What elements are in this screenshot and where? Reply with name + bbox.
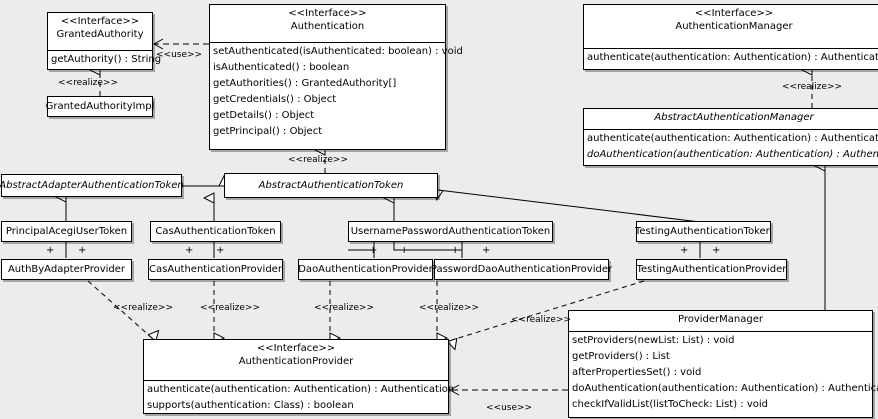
edge-label-use-granted-authority: <<use>> [156,50,203,60]
compartment-divider [48,50,152,51]
operation-row: getCredentials() : Object [213,94,337,105]
class-testing-authentication-provider[interactable]: TestingAuthenticationProvider [636,259,787,280]
class-provider-manager[interactable]: ProviderManager setProviders(newList: Li… [568,310,878,418]
operations-compartment: authenticate(authentication: Authenticat… [144,381,455,415]
edge-label-realize-granted-authority-impl: <<realize>> [58,78,118,88]
compartment-divider [584,48,878,49]
operations-compartment: authenticate(authentication: Authenticat… [584,130,878,164]
association-adornment-plus: + [46,245,55,256]
class-granted-authority[interactable]: <<Interface>> GrantedAuthority getAuthor… [47,12,162,70]
class-granted-authority-impl[interactable]: GrantedAuthorityImpl [45,96,155,117]
operation-row: checkIfValidList(listToCheck: List) : vo… [572,399,769,410]
stereotype-label: <<Interface>> [288,8,367,19]
association-adornment-plus: + [216,245,225,256]
class-password-dao-authentication-provider[interactable]: PasswordDaoAuthenticationProvider [430,259,613,280]
class-authentication-manager[interactable]: <<Interface>> AuthenticationManager auth… [583,4,878,70]
class-name: DaoAuthenticationProvider [298,263,433,275]
class-header: <<Interface>> Authentication [210,5,445,42]
operation-row: authenticate(authentication: Authenticat… [587,52,878,63]
operation-row: doAuthentication(authentication: Authent… [587,149,878,160]
class-header: <<Interface>> GrantedAuthority [48,13,152,50]
edge-label-realize-password-dao-authentication-provider: <<realize>> [419,303,479,313]
association-adornment-plus: + [78,245,87,256]
operation-row: getPrincipal() : Object [213,126,323,137]
class-name: AuthenticationManager [675,21,793,32]
class-name: PrincipalAcegiUserToken [5,225,128,237]
class-cas-authentication-provider[interactable]: CasAuthenticationProvider [148,259,283,280]
class-name: AuthByAdapterProvider [7,263,126,275]
class-cas-authentication-token[interactable]: CasAuthenticationToken [150,221,281,242]
operation-row: getProviders() : List [572,351,670,362]
class-name: CasAuthenticationProvider [149,263,282,275]
association-adornment-plus: + [400,245,409,256]
compartment-divider [210,42,445,43]
class-abstract-adapter-authentication-token[interactable]: AbstractAdapterAuthenticationToken [0,174,184,197]
edge-label-realize-auth-by-adapter-provider: <<realize>> [113,303,173,313]
class-abstract-authentication-token[interactable]: AbstractAuthenticationToken [224,173,438,198]
class-name: AbstractAuthenticationToken [258,179,404,191]
edge-label-realize-abstract-authentication-token: <<realize>> [288,155,348,165]
class-authentication[interactable]: <<Interface>> Authentication setAuthenti… [209,4,463,150]
class-header: <<Interface>> AuthenticationManager [584,5,878,48]
class-testing-authentication-token[interactable]: TestingAuthenticationToken [634,221,773,242]
edge-label-realize-cas-authentication-provider: <<realize>> [200,303,260,313]
class-name: ProviderManager [677,314,763,325]
operation-row: authenticate(authentication: Authenticat… [147,384,455,395]
association-adornment-plus: + [451,245,460,256]
class-abstract-authentication-manager[interactable]: AbstractAuthenticationManager authentica… [583,108,878,166]
operation-row: getAuthority() : String [51,54,162,65]
operation-row: setAuthenticated(isAuthenticated: boolea… [213,46,463,57]
operation-row: authenticate(authentication: Authenticat… [587,133,878,144]
operation-row: setProviders(newList: List) : void [572,335,735,346]
operation-row: getDetails() : Object [213,110,315,121]
class-name: AbstractAdapterAuthenticationToken [0,179,184,191]
edge-label-realize-dao-authentication-provider: <<realize>> [314,303,374,313]
stereotype-label: <<Interface>> [60,16,140,27]
edge-label-realize-testing-authentication-provider: <<realize>> [511,315,571,325]
edge-label-realize-abstract-authentication-manager: <<realize>> [782,82,842,92]
class-auth-by-adapter-provider[interactable]: AuthByAdapterProvider [1,259,132,280]
compartment-divider [144,380,448,381]
class-username-password-authentication-token[interactable]: UsernamePasswordAuthenticationToken [348,221,553,242]
class-name: GrantedAuthority [56,29,144,40]
class-name: PasswordDaoAuthenticationProvider [430,263,613,275]
association-adornment-plus: + [369,245,378,256]
stereotype-label: <<Interface>> [694,8,774,19]
operation-row: getAuthorities() : GrantedAuthority[] [213,78,397,89]
class-name: TestingAuthenticationProvider [636,263,787,275]
class-name: UsernamePasswordAuthenticationToken [350,225,551,237]
operation-row: afterPropertiesSet() : void [572,367,702,378]
operation-row: supports(authentication: Class) : boolea… [147,400,354,411]
class-name: CasAuthenticationToken [155,225,276,237]
operations-compartment: setProviders(newList: List) : void getPr… [569,332,878,414]
association-adornment-plus: + [680,245,689,256]
operation-row: doAuthentication(authentication: Authent… [572,383,878,394]
compartment-divider [584,129,878,130]
association-adornment-plus: + [185,245,194,256]
operations-compartment: authenticate(authentication: Authenticat… [584,49,878,67]
class-header: ProviderManager [569,311,872,331]
class-name: AuthenticationProvider [238,356,354,367]
class-header: <<Interface>> AuthenticationProvider [144,340,448,380]
class-authentication-provider[interactable]: <<Interface>> AuthenticationProvider aut… [143,339,455,415]
class-name: GrantedAuthorityImpl [45,100,155,112]
class-header: AbstractAuthenticationManager [584,109,878,129]
operation-row: isAuthenticated() : boolean [213,62,350,73]
class-name: TestingAuthenticationToken [634,225,773,237]
operations-compartment: getAuthority() : String [48,51,162,69]
class-dao-authentication-provider[interactable]: DaoAuthenticationProvider [298,259,433,280]
class-name: AbstractAuthenticationManager [654,112,814,123]
stereotype-label: <<Interface>> [256,343,336,354]
compartment-divider [569,331,872,332]
class-principal-acegi-user-token[interactable]: PrincipalAcegiUserToken [1,221,132,242]
edge-label-use-provider-manager: <<use>> [486,403,533,413]
association-adornment-plus: + [482,245,491,256]
operations-compartment: setAuthenticated(isAuthenticated: boolea… [210,43,463,141]
class-name: Authentication [290,21,365,32]
association-adornment-plus: + [712,245,721,256]
